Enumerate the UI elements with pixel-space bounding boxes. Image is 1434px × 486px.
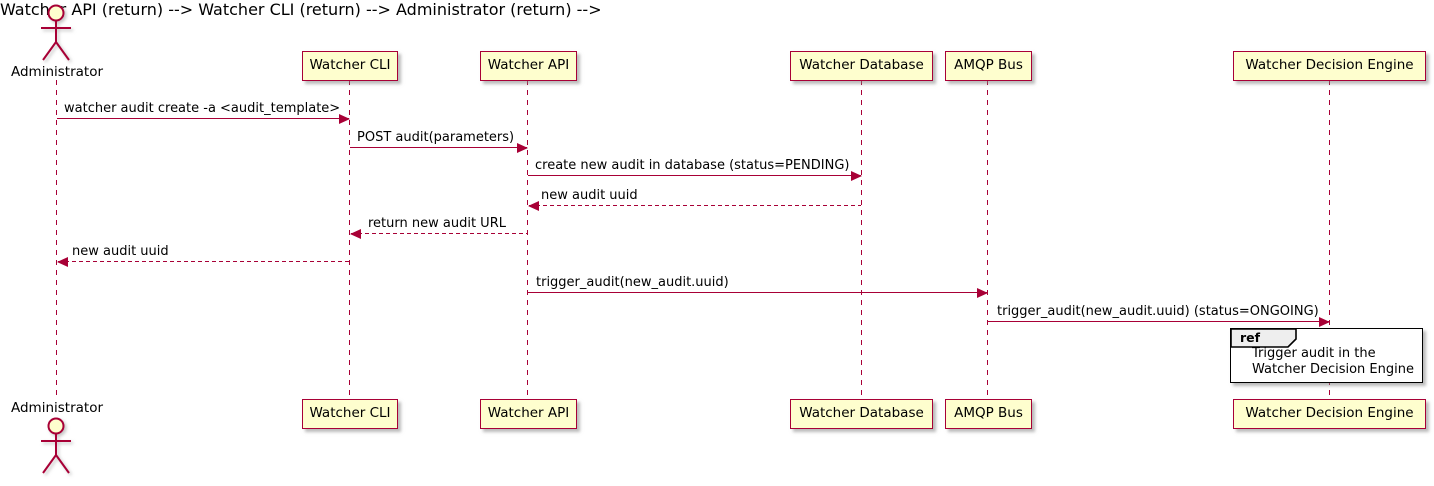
message-label: return new audit URL (368, 216, 506, 231)
lifeline-administrator (56, 80, 58, 400)
message-label: new audit uuid (72, 244, 169, 259)
message-label: trigger_audit(new_audit.uuid) (status=ON… (997, 304, 1319, 319)
arrowhead-right-icon (1319, 317, 1330, 327)
arrowhead-right-icon (339, 114, 350, 124)
message-line (58, 261, 349, 263)
ref-text-line1: Trigger audit in the (1252, 346, 1376, 361)
message-label: new audit uuid (541, 188, 638, 203)
message-line (350, 147, 527, 149)
ref-text-line2: Watcher Decision Engine (1252, 361, 1414, 377)
message-label: create new audit in database (status=PEN… (535, 158, 850, 173)
lifeline-watcher-api (527, 80, 529, 400)
message-label: watcher audit create -a <audit_template> (64, 101, 341, 116)
lifeline-watcher-decision-engine (1329, 80, 1331, 400)
message-line (988, 321, 1329, 323)
message-line (57, 118, 349, 120)
participant-watcher-database-bottom: Watcher Database (790, 399, 933, 429)
participant-watcher-api-bottom: Watcher API (480, 399, 577, 429)
ref-tab-icon (1230, 328, 1297, 348)
ref-fragment: ref Trigger audit in the Watcher Decisio… (1230, 328, 1423, 383)
participant-watcher-cli-bottom: Watcher CLI (302, 399, 398, 429)
lifeline-amqp-bus (987, 80, 989, 400)
ref-text: Trigger audit in the Watcher Decision En… (1252, 346, 1414, 377)
arrowhead-right-icon (851, 171, 862, 181)
participant-watcher-database-top: Watcher Database (790, 51, 933, 81)
lifeline-watcher-cli (349, 80, 351, 400)
message-line (351, 233, 527, 235)
arrowhead-right-icon (517, 143, 528, 153)
message-label: trigger_audit(new_audit.uuid) (536, 275, 729, 290)
message-line (528, 175, 861, 177)
actor-icon (41, 417, 71, 474)
message-line (528, 292, 987, 294)
message-line (529, 205, 861, 207)
participant-watcher-cli-top: Watcher CLI (302, 51, 398, 81)
actor-icon (41, 4, 71, 61)
arrowhead-left-icon (528, 201, 539, 211)
participant-watcher-decision-engine-bottom: Watcher Decision Engine (1233, 399, 1426, 429)
participant-watcher-decision-engine-top: Watcher Decision Engine (1233, 51, 1426, 81)
arrowhead-left-icon (57, 257, 68, 267)
ref-keyword: ref (1240, 330, 1261, 345)
arrowhead-right-icon (977, 288, 988, 298)
participant-amqp-bus-top: AMQP Bus (945, 51, 1032, 81)
actor-label-top: Administrator (10, 64, 104, 80)
arrowhead-left-icon (350, 229, 361, 239)
lifeline-watcher-database (861, 80, 863, 400)
participant-amqp-bus-bottom: AMQP Bus (945, 399, 1032, 429)
message-label: POST audit(parameters) (357, 130, 515, 145)
actor-label-bottom: Administrator (10, 400, 104, 416)
participant-watcher-api-top: Watcher API (480, 51, 577, 81)
